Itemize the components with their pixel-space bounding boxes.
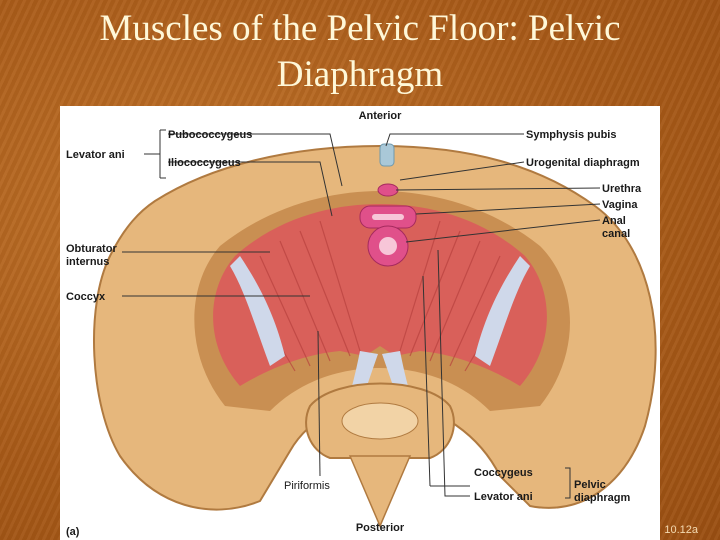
label-anal-canal-1: Anal	[602, 215, 626, 227]
pelvic-floor-figure: Anterior Posterior (a) Levator ani Puboc…	[60, 106, 660, 540]
label-piriformis: Piriformis	[284, 480, 330, 492]
posterior-label: Posterior	[356, 522, 405, 534]
leader-lines	[122, 129, 601, 499]
slide-title: Muscles of the Pelvic Floor: Pelvic Diap…	[0, 6, 720, 98]
label-urethra: Urethra	[602, 183, 642, 195]
muscle-fibres	[244, 220, 516, 372]
label-coccygeus: Coccygeus	[474, 467, 533, 479]
slide-title-line1: Muscles of the Pelvic Floor: Pelvic	[99, 8, 621, 49]
label-iliococcygeus: Iliococcygeus	[168, 157, 241, 169]
anal-canal-lumen	[379, 237, 397, 255]
label-urogenital-diaphragm: Urogenital diaphragm	[526, 157, 640, 169]
label-obturator-internus-1: Obturator	[66, 243, 117, 255]
panel-letter: (a)	[66, 526, 80, 538]
label-coccyx: Coccyx	[66, 291, 106, 303]
levator-ani-muscle	[213, 204, 547, 386]
label-levator-ani-group: Levator ani	[66, 149, 125, 161]
label-anal-canal-2: canal	[602, 228, 630, 240]
urethra-orifice	[377, 183, 399, 197]
label-vagina: Vagina	[602, 199, 638, 211]
label-pubococcygeus: Pubococcygeus	[168, 129, 252, 141]
label-symphysis-pubis: Symphysis pubis	[526, 129, 616, 141]
figure-number: 10.12a	[664, 524, 698, 536]
sacral-canal	[341, 402, 419, 440]
pelvic-floor-illustration: Anterior Posterior (a) Levator ani Puboc…	[66, 110, 657, 538]
symphysis-pubis	[379, 143, 395, 167]
slide-title-line2: Diaphragm	[276, 54, 444, 95]
label-obturator-internus-2: internus	[66, 256, 109, 268]
label-pelvic-diaphragm-2: diaphragm	[574, 492, 630, 504]
left-tendinous-arch	[230, 256, 285, 366]
right-tendinous-arch	[475, 256, 530, 366]
vagina-lumen	[372, 214, 404, 220]
label-pelvic-diaphragm-1: Pelvic	[574, 479, 606, 491]
label-levator-ani: Levator ani	[474, 491, 533, 503]
anterior-label: Anterior	[359, 110, 403, 122]
coccyx-bone	[348, 455, 412, 528]
